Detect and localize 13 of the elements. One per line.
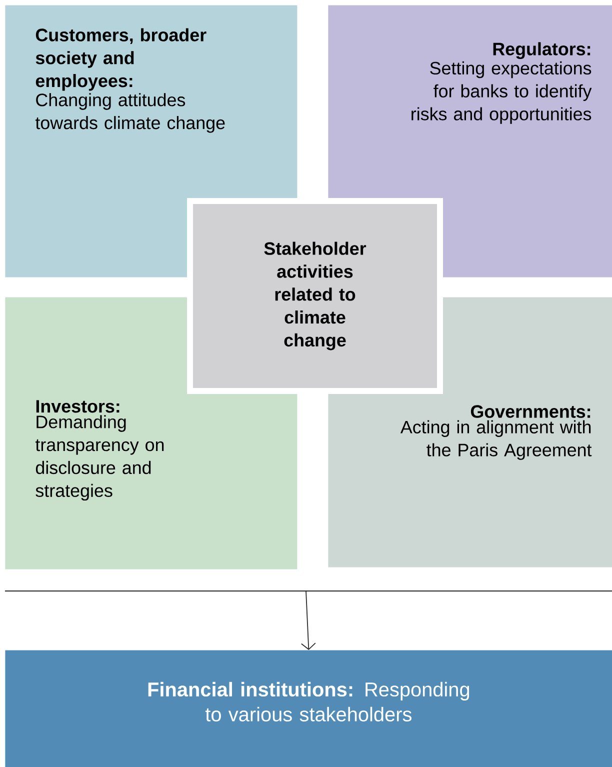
- arrow: [300, 590, 316, 650]
- box-text: Acting in alignment with the Paris Agreement: [400, 420, 592, 460]
- result-text: Financial institutions: Responding to various stakeholders: [148, 682, 470, 722]
- box-text: Demanding transparency on disclosure and strategies: [35, 415, 164, 501]
- box-text: Changing attitudes towards climate change: [35, 93, 225, 133]
- box-heading: Regulators:: [493, 42, 590, 59]
- box-text: Setting expectations for banks to identify risks and opportunities: [412, 61, 592, 124]
- result-box: [5, 650, 612, 767]
- box-heading: Customers, broader society and employees:: [36, 28, 206, 91]
- box-heading: Investors:: [36, 400, 120, 413]
- center-box: [187, 198, 443, 394]
- box-heading: Governments:: [470, 405, 590, 418]
- center-text: Stakeholder activities related to climate change: [264, 242, 366, 350]
